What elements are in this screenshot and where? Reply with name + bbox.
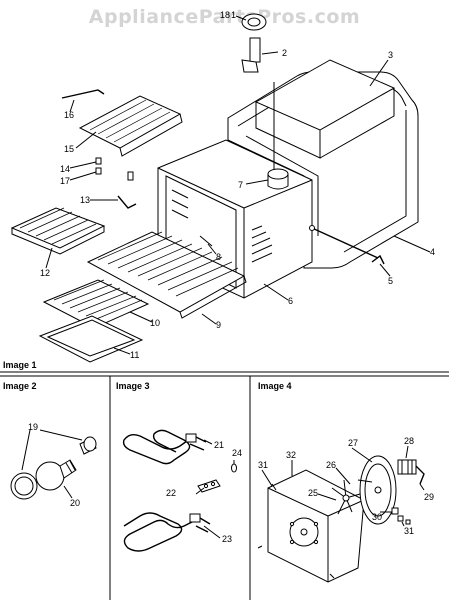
callout-25: 25: [308, 488, 318, 498]
callout-29: 29: [424, 492, 434, 502]
callout-16: 16: [64, 110, 74, 120]
callout-32: 32: [286, 450, 296, 460]
part-17-clip: [95, 167, 134, 181]
callout-4: 4: [430, 247, 435, 257]
leader-lines-image-3: [195, 439, 235, 539]
callout-7: 7: [238, 180, 243, 190]
callout-13: 13: [80, 195, 90, 205]
image-1-oven-assembly: [10, 13, 431, 363]
callout-9: 9: [216, 320, 221, 330]
callout-11: 11: [130, 350, 139, 360]
part-11-broiler-pan: [38, 315, 144, 363]
callout-10: 10: [150, 318, 160, 328]
part-9-oven-rack: [86, 231, 247, 319]
panel-label-image-3: Image 3: [116, 381, 150, 391]
part-2-vent-pipe: [241, 37, 261, 73]
part-19-light-lens: [10, 472, 38, 500]
panel-label-image-1: Image 1: [3, 360, 37, 370]
callout-2: 2: [282, 48, 287, 58]
callout-18: 18: [220, 10, 230, 20]
part-26-shaft-nut: [357, 479, 373, 483]
part-29-motor-bracket: [415, 465, 425, 485]
image-2-oven-light: 19 20: [10, 422, 97, 508]
callout-24: 24: [232, 448, 242, 458]
part-21-broil-element: [122, 429, 207, 465]
callout-22: 22: [166, 488, 176, 498]
callout-14: 14: [60, 164, 70, 174]
part-8-sensor: [199, 235, 213, 247]
part-7-vent-collar: [267, 82, 289, 190]
part-32-fan-cover-panel: [267, 469, 365, 583]
callout-20: 20: [70, 498, 80, 508]
part-28-fan-motor: [397, 459, 417, 475]
callout-12: 12: [40, 268, 50, 278]
part-14-screw: [95, 157, 102, 165]
part-20-light-bulb: [35, 459, 77, 491]
part-15-broil-tray: [78, 95, 183, 157]
callout-23: 23: [222, 534, 232, 544]
callout-19: 19: [28, 422, 38, 432]
callout-3: 3: [388, 50, 393, 60]
leader-lines-image-2: [21, 429, 83, 471]
part-27-fan-housing: [359, 455, 397, 525]
part-19-light-socket: [79, 436, 97, 455]
callout-28: 28: [404, 436, 414, 446]
part-3-insulation-wrap: [227, 59, 419, 269]
callout-26: 26: [326, 460, 336, 470]
part-4-rod: [309, 225, 379, 259]
callout-27: 27: [348, 438, 358, 448]
panel-label-image-4: Image 4: [258, 381, 292, 391]
callout-17: 17: [60, 176, 70, 186]
callout-30: 30: [372, 512, 382, 522]
callout-31-left: 31: [258, 460, 268, 470]
part-18-vent-cap: [241, 13, 267, 31]
panel-label-image-2: Image 2: [3, 381, 37, 391]
callout-31-right: 31: [404, 526, 414, 536]
callouts-image-1: 18 1 2 3 4 5 6 7 8 9 10 11 12 13 14 15 1…: [40, 10, 435, 360]
part-31-screws: [257, 483, 411, 579]
part-16-bracket: [61, 89, 105, 99]
image-4-convection-fan: 31 32 27 26 25 28 29 30 31: [257, 436, 434, 583]
part-30-mounting-screw: [391, 507, 399, 515]
part-10-broiler-pan-insert: [42, 279, 150, 329]
part-12-rack: [10, 207, 106, 255]
part-24-screw: [231, 463, 237, 473]
callout-1: 1: [231, 10, 236, 20]
leader-lines-image-4: [261, 445, 425, 527]
callout-6: 6: [288, 296, 293, 306]
callout-8: 8: [216, 252, 221, 262]
callout-5: 5: [388, 276, 393, 286]
part-5-clip: [371, 254, 385, 265]
part-13-hinge-bracket: [117, 195, 137, 209]
callout-15: 15: [64, 144, 74, 154]
part-25-fan-blade: [331, 479, 361, 515]
panel-frames: [0, 371, 449, 600]
image-3-heating-elements: 21 22 23 24: [122, 429, 242, 552]
callout-21: 21: [214, 440, 224, 450]
leader-lines-image-1: [45, 15, 431, 355]
part-23-bake-element: [123, 512, 211, 552]
